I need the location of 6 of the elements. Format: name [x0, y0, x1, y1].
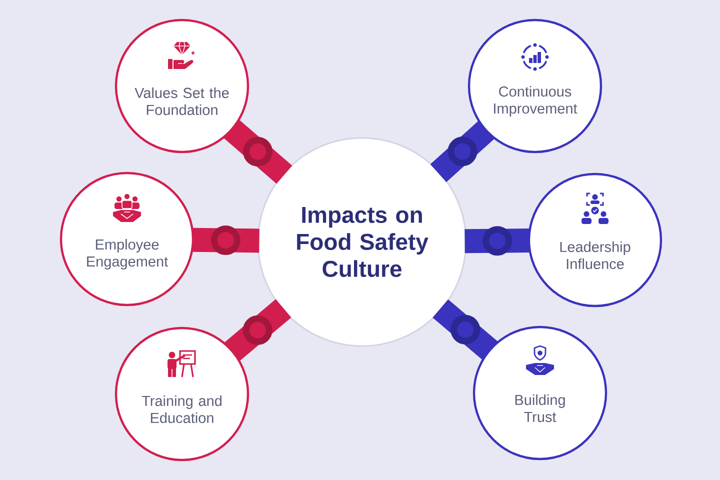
connector-band: [432, 299, 498, 360]
connector-band: [223, 120, 292, 184]
connector-band: [430, 120, 495, 182]
connector-band: [192, 226, 260, 256]
connector-band: [464, 226, 530, 256]
connector-band: [224, 299, 292, 362]
